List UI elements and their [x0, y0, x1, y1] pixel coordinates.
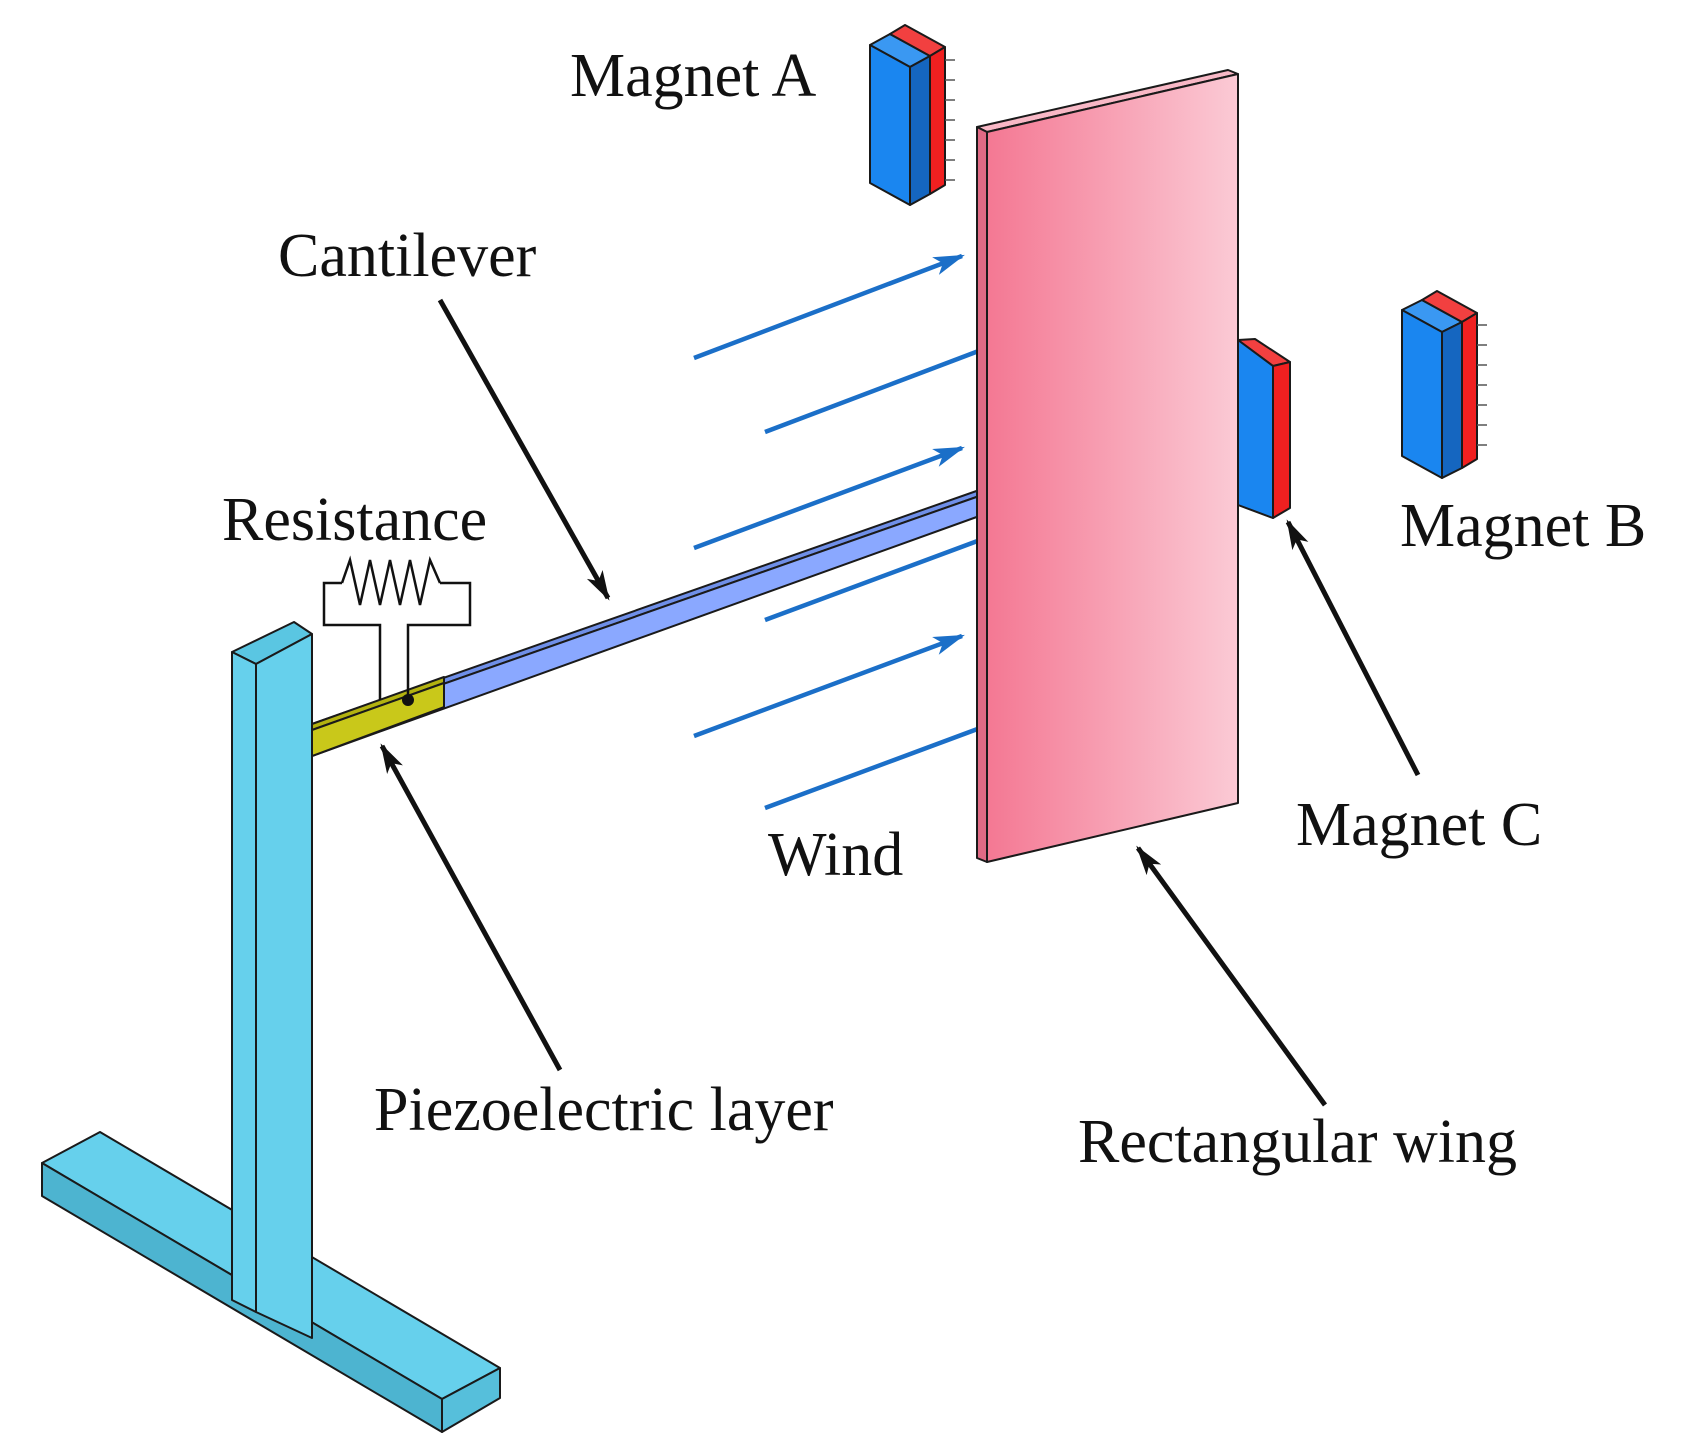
magnet-b-ticks — [1477, 324, 1487, 446]
resistance-left-wire — [322, 581, 382, 700]
cantilever-label: Cantilever — [278, 222, 537, 290]
magnet-a-red-side — [929, 46, 946, 195]
stand — [41, 621, 501, 1433]
magnet-b-red-side — [1461, 312, 1478, 469]
magnet-a-label: Magnet A — [570, 42, 816, 110]
resistor-zigzag-icon — [340, 555, 442, 606]
magnet-c-pointer-arrow — [1285, 519, 1421, 777]
wind-arrow-3 — [693, 445, 965, 551]
resistance-contact-dot — [402, 694, 414, 706]
resistance-circuit — [322, 555, 472, 706]
cantilever-pointer-arrow — [437, 298, 611, 601]
wind-arrow-5 — [693, 633, 965, 739]
magnet-a-blue-side — [909, 55, 931, 206]
rectangular-wing-label: Rectangular wing — [1078, 1108, 1517, 1176]
pointer-arrows — [379, 298, 1421, 1107]
magnet-b-label: Magnet B — [1400, 492, 1646, 560]
magnet-a-ticks — [945, 59, 955, 181]
resistance-right-wire — [406, 581, 472, 700]
piezoelectric-layer-label: Piezoelectric layer — [374, 1076, 834, 1144]
resistance-label: Resistance — [222, 486, 487, 554]
wind-arrow-1 — [693, 253, 965, 361]
wing-pointer-arrow — [1135, 845, 1328, 1107]
magnet-a — [869, 24, 955, 206]
stand-post-face — [255, 633, 313, 1339]
magnet-c-red-side — [1272, 361, 1291, 519]
wing-left-edge — [976, 126, 988, 863]
magnet-c-blue-face — [1237, 339, 1274, 519]
labels: Magnet A Cantilever Resistance Magnet B … — [222, 42, 1646, 1176]
magnet-b-blue-side — [1441, 321, 1463, 479]
magnet-c — [1237, 338, 1291, 519]
magnet-b — [1401, 290, 1487, 479]
magnet-c-label: Magnet C — [1296, 791, 1542, 859]
wind-label: Wind — [768, 821, 903, 889]
wing-face — [986, 73, 1239, 863]
magnet-a-blue-face — [869, 44, 911, 206]
stand-post-front — [231, 651, 257, 1313]
magnet-b-blue-face — [1401, 309, 1443, 479]
piezo-pointer-arrow — [379, 743, 563, 1072]
rectangular-wing — [976, 69, 1239, 863]
